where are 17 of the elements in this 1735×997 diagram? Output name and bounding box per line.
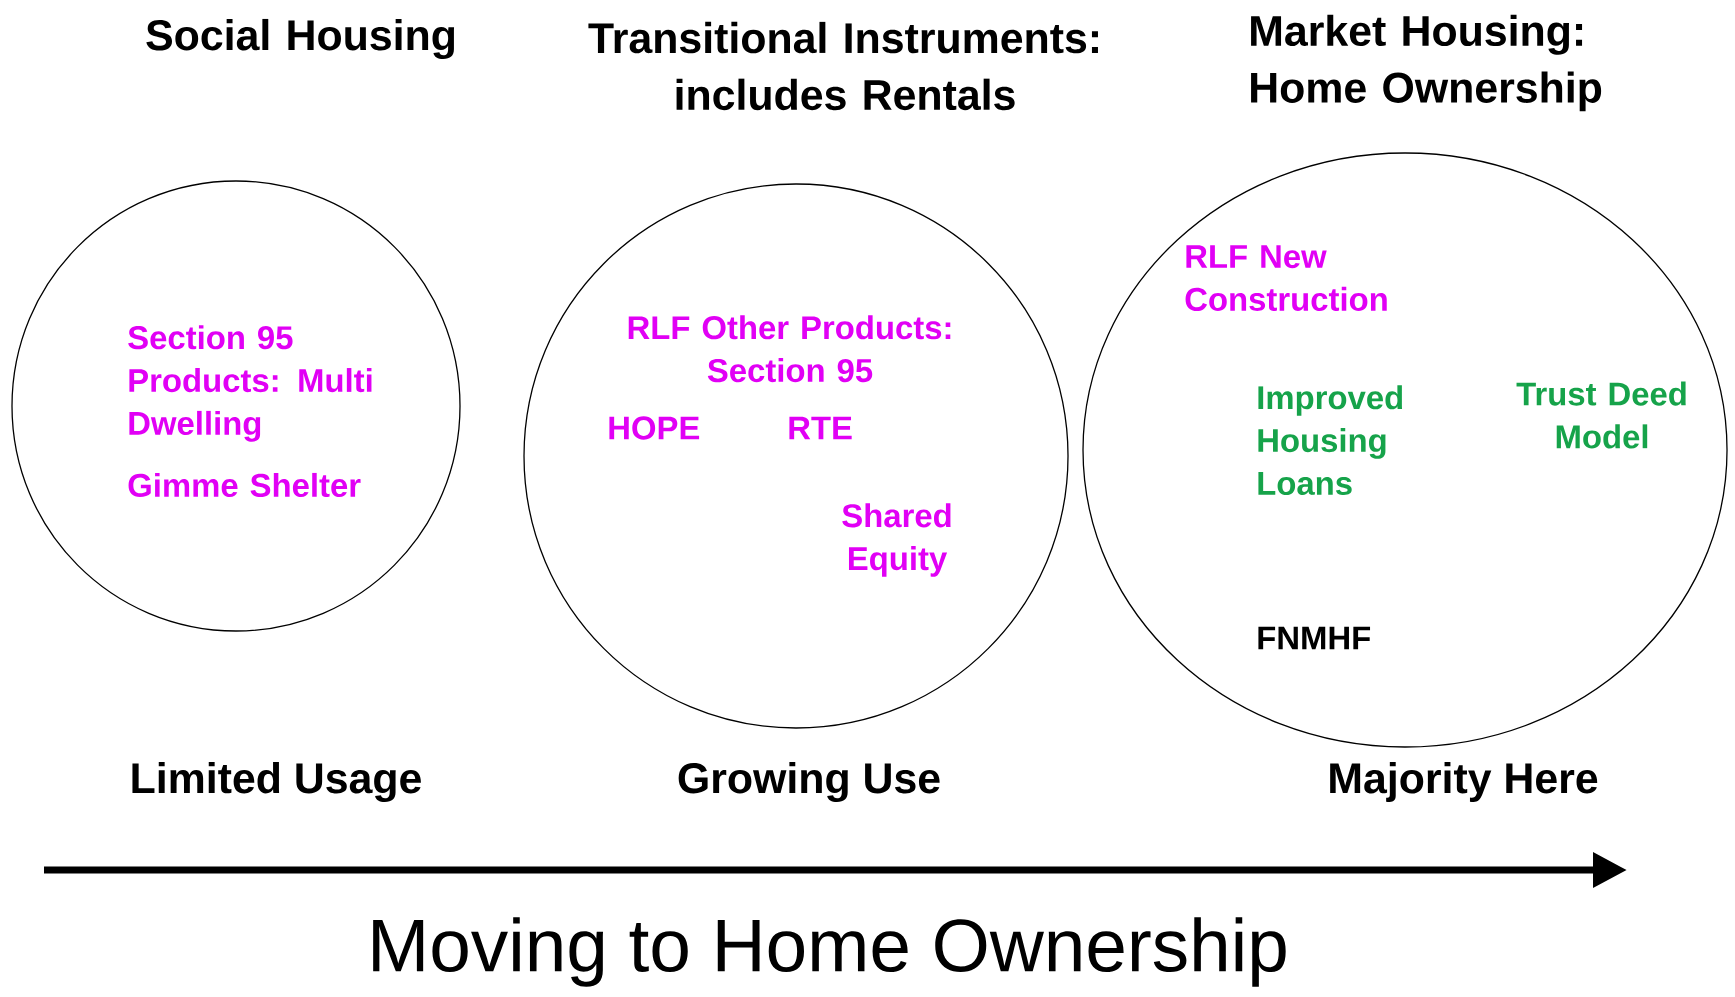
item-text: HOPE <box>609 416 700 440</box>
axis-caption: Moving to Home Ownership <box>373 917 1286 987</box>
item-text: RLF Other Products: Section 95 <box>628 315 951 383</box>
heading: Social Housing <box>146 18 455 60</box>
item-text: Trust Deed Model <box>1516 381 1686 449</box>
item-text: Section 95 Products: Multi Dwelling <box>128 325 372 442</box>
item-text: FNMHF <box>1258 626 1371 650</box>
heading: Market Housing: Home Ownership <box>1251 14 1602 112</box>
item-text: RLF New Construction <box>1185 245 1387 311</box>
usage-label: Growing Use <box>678 761 940 803</box>
item-text: RTE <box>789 416 852 440</box>
heading: Transitional Instruments: includes Rentals <box>588 21 1098 111</box>
usage-label: Majority Here <box>1330 762 1598 802</box>
item-text: Shared Equity <box>842 503 951 577</box>
item-text: Gimme Shelter <box>128 472 361 498</box>
usage-label: Limited Usage <box>132 761 421 803</box>
item-text: Improved Housing Loans <box>1258 385 1403 496</box>
